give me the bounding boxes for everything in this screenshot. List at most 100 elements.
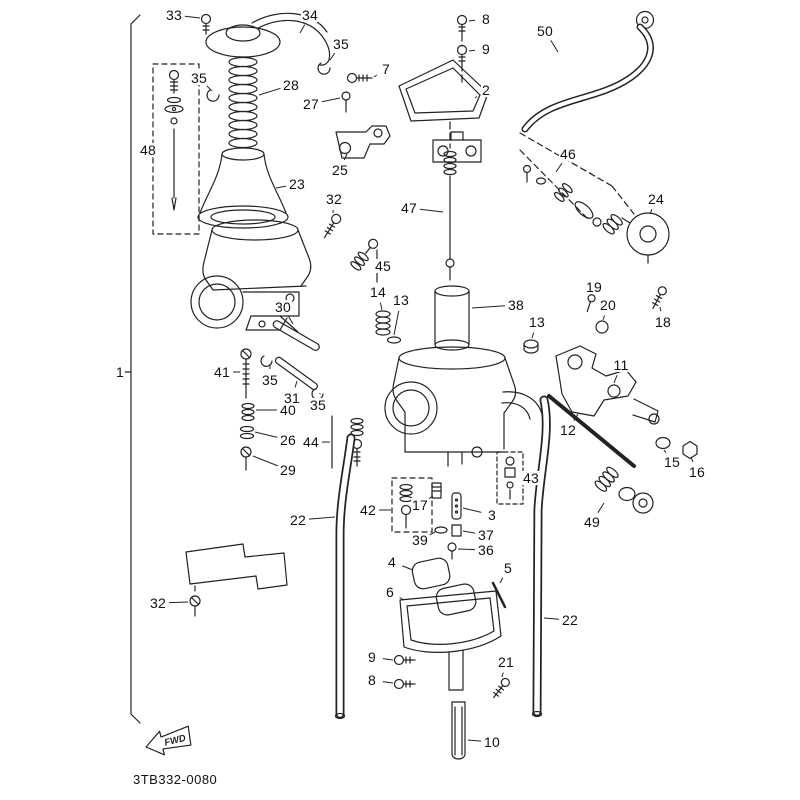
callout-8: 8 <box>367 672 377 688</box>
hose-22-left <box>334 433 356 720</box>
callout-15: 15 <box>663 454 681 470</box>
throttle-slide-38 <box>434 285 470 351</box>
screw-27 <box>341 91 351 113</box>
screw-29 <box>240 446 252 471</box>
needle-jet-3 <box>451 492 462 520</box>
callout-31: 31 <box>283 390 301 406</box>
callout-40: 40 <box>279 402 297 418</box>
nut-16 <box>682 440 698 460</box>
float-bowl-6 <box>399 590 502 691</box>
callout-5: 5 <box>503 560 513 576</box>
callout-36: 36 <box>477 542 495 558</box>
callout-27: 27 <box>302 96 320 112</box>
callout-4: 4 <box>387 554 397 570</box>
callout-21: 21 <box>497 654 515 670</box>
pilot-screw-41 <box>240 348 252 399</box>
callout-35: 35 <box>309 397 327 413</box>
callout-32: 32 <box>149 595 167 611</box>
callout-41: 41 <box>213 364 231 380</box>
callout-32: 32 <box>325 191 343 207</box>
shaft-30 <box>272 320 320 351</box>
callout-50: 50 <box>536 23 554 39</box>
starter-cover-24 <box>621 212 670 264</box>
clip-35-left <box>206 89 220 102</box>
callout-35: 35 <box>190 70 208 86</box>
callout-30: 30 <box>274 299 292 315</box>
fwd-label: FWD <box>163 733 187 749</box>
callout-13: 13 <box>392 292 410 308</box>
screw-8-top <box>456 14 468 35</box>
ring-20 <box>595 320 609 334</box>
assembly-bracket-1 <box>124 14 141 724</box>
callout-9: 9 <box>481 41 491 57</box>
callout-29: 29 <box>279 462 297 478</box>
callout-37: 37 <box>477 527 495 543</box>
float-4 <box>411 557 477 616</box>
callout-38: 38 <box>507 297 525 313</box>
plug-36 <box>447 542 457 560</box>
screw-32-bottom <box>189 595 201 617</box>
jet-17 <box>431 482 442 499</box>
hose-22-right <box>531 395 551 718</box>
screw-spring-45 <box>350 238 379 271</box>
callout-22: 22 <box>561 612 579 628</box>
diaphragm-23 <box>197 147 289 229</box>
callout-23: 23 <box>288 176 306 192</box>
mount-bracket-bottom <box>185 543 288 590</box>
callout-1: 1 <box>115 364 125 380</box>
throttle-cable-50 <box>521 10 655 133</box>
fwd-arrow: FWD <box>145 725 192 756</box>
callout-16: 16 <box>688 464 706 480</box>
jet-needle-47 <box>443 150 457 281</box>
callout-12: 12 <box>559 422 577 438</box>
drain-screw-21 <box>493 677 510 699</box>
spring-14 <box>375 310 391 336</box>
callout-28: 28 <box>282 77 300 93</box>
callout-44: 44 <box>302 434 320 450</box>
nut-13-right <box>523 339 539 354</box>
callout-11: 11 <box>612 357 630 373</box>
callout-35: 35 <box>261 372 279 388</box>
main-jet-37 <box>451 524 462 537</box>
clip-35-right <box>317 62 331 75</box>
screw-18 <box>651 286 667 310</box>
link-lever-11 <box>555 345 660 425</box>
callout-24: 24 <box>647 191 665 207</box>
callout-49: 49 <box>583 514 601 530</box>
bracket-25 <box>335 125 391 159</box>
callout-8: 8 <box>481 11 491 27</box>
callout-48: 48 <box>139 142 157 158</box>
screw-spring-42 <box>391 477 433 533</box>
overflow-pipe-10 <box>451 701 466 760</box>
throttle-shaft-12 <box>547 394 636 468</box>
callout-2: 2 <box>481 82 491 98</box>
screw-7 <box>346 72 373 84</box>
starter-jet-46 <box>522 164 623 235</box>
screw-32-top <box>323 213 342 239</box>
callout-14: 14 <box>369 284 387 300</box>
callout-10: 10 <box>483 734 501 750</box>
washer-13-left <box>386 336 402 344</box>
callout-9: 9 <box>367 649 377 665</box>
callout-20: 20 <box>599 297 617 313</box>
shaft-31 <box>274 356 318 391</box>
callout-39: 39 <box>411 532 429 548</box>
spring-40 <box>241 402 255 422</box>
callout-34: 34 <box>301 7 319 23</box>
callout-33: 33 <box>165 7 183 23</box>
callout-25: 25 <box>331 162 349 178</box>
callout-19: 19 <box>585 279 603 295</box>
screw-9-bottom <box>393 654 416 666</box>
cover-2 <box>398 59 489 122</box>
callout-6: 6 <box>385 584 395 600</box>
screw-spring-44 <box>350 417 364 467</box>
screw-33 <box>200 13 212 35</box>
callout-3: 3 <box>487 507 497 523</box>
callout-42: 42 <box>359 502 377 518</box>
float-pin-5 <box>491 581 507 609</box>
jet-set-48 <box>152 63 200 235</box>
diagram-code: 3TB332-0080 <box>133 772 218 787</box>
spring-49 <box>594 466 654 514</box>
callout-17: 17 <box>411 497 429 513</box>
